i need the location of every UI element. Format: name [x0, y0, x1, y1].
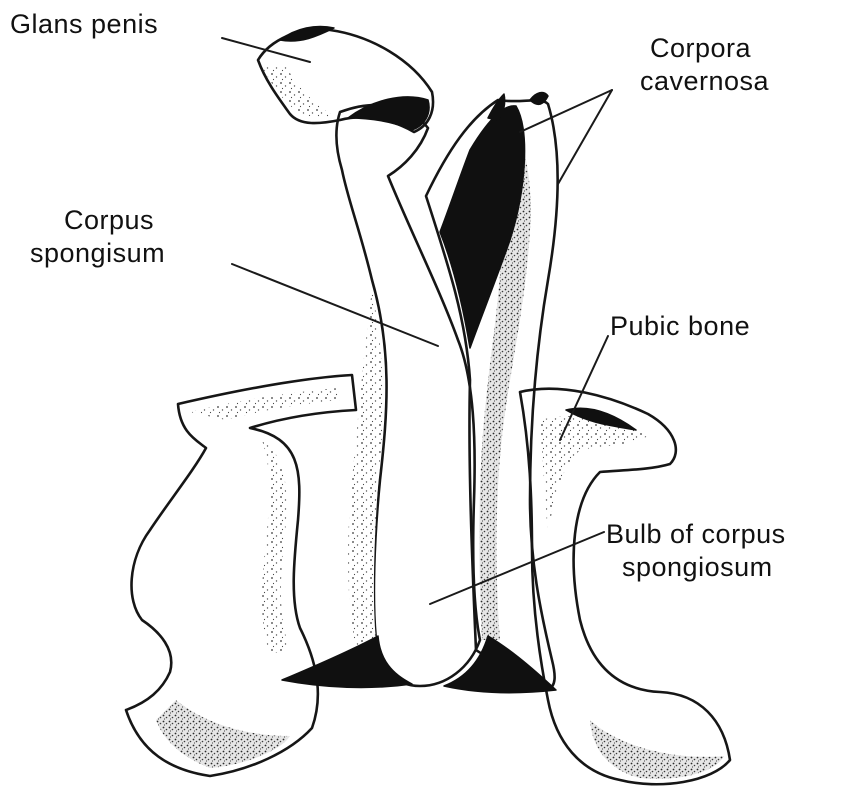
- crura-shadow: [282, 636, 556, 693]
- label-glans-penis: Glans penis: [10, 8, 158, 41]
- label-pubic-bone: Pubic bone: [610, 310, 750, 343]
- glans-penis: [258, 27, 433, 133]
- leader-corpora-cavernosa-b: [558, 90, 612, 184]
- label-bulb-of-corpus-spongiosum: Bulb of corpus spongiosum: [606, 518, 786, 584]
- leader-glans-penis: [222, 38, 310, 62]
- leader-corpus-spongisum: [232, 264, 438, 346]
- right-pubic-bone: [520, 389, 730, 785]
- label-corpus-spongisum: Corpus spongisum: [30, 204, 165, 270]
- corpora-cavernosa: [426, 93, 558, 690]
- leader-bulb: [430, 532, 604, 604]
- left-pubic-bone: [126, 375, 356, 776]
- label-corpora-cavernosa: Corpora cavernosa: [640, 32, 769, 98]
